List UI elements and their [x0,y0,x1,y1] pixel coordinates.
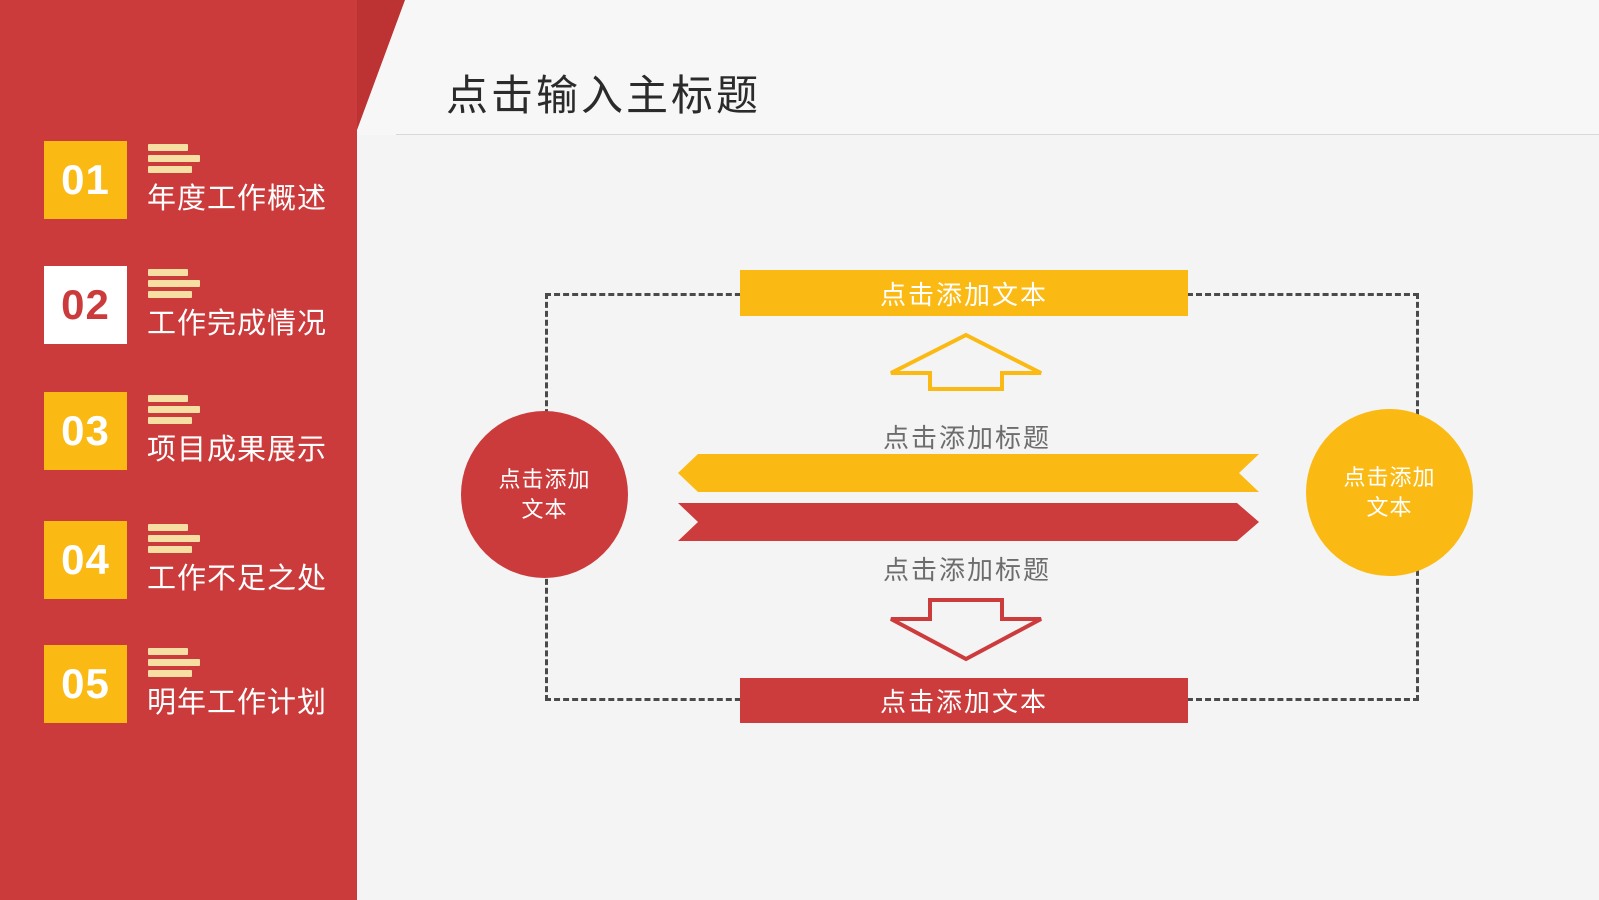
arrow-down-icon [890,598,1042,662]
sidebar-item-04-lines-icon [148,524,228,556]
diagram-caption-bottom: 点击添加标题 [882,555,1051,585]
sidebar-item-03[interactable]: 03 项目成果展示 [44,392,344,470]
sidebar-item-02-number: 02 [61,281,110,328]
sidebar-item-04-number: 04 [61,536,110,583]
sidebar-nav-list: 01 年度工作概述 02 工作完成情况 03 项目成果展示 04 工作不足之处 [0,0,357,900]
sidebar-item-05-lines-icon [148,648,228,680]
sidebar-item-05[interactable]: 05 明年工作计划 [44,645,344,723]
page-title: 点击输入主标题 [446,72,762,119]
sidebar-item-03-lines-icon [148,395,228,427]
sidebar-item-05-number-box: 05 [44,645,127,723]
diagram-bottom-bar[interactable]: 点击添加文本 [740,678,1188,723]
sidebar-item-03-number: 03 [61,407,110,454]
diagram-right-circle-line2: 文本 [1366,494,1413,520]
sidebar-item-01-lines-icon [148,144,228,176]
sidebar-item-04-number-box: 04 [44,521,127,599]
sidebar-item-05-number: 05 [61,660,110,707]
sidebar-item-02-lines-icon [148,269,228,301]
arrow-up-icon [890,332,1042,391]
diagram-bottom-bar-label: 点击添加文本 [879,687,1048,717]
header-divider [396,134,1599,135]
diagram-top-bar[interactable]: 点击添加文本 [740,270,1188,316]
sidebar-item-02-number-box: 02 [44,266,127,344]
sidebar-item-04[interactable]: 04 工作不足之处 [44,521,344,599]
sidebar-item-01-number-box: 01 [44,141,127,219]
header-background [357,0,1599,135]
diagram-left-circle[interactable]: 点击添加 文本 [461,411,628,578]
sidebar-item-04-label: 工作不足之处 [147,563,328,595]
diagram-left-arrow-band[interactable] [678,454,1259,492]
sidebar-item-03-label: 项目成果展示 [147,434,328,466]
sidebar-item-02-label: 工作完成情况 [147,308,328,340]
diagram-top-bar-label: 点击添加文本 [879,279,1048,310]
diagram-left-circle-line2: 文本 [521,496,568,522]
sidebar-item-03-number-box: 03 [44,392,127,470]
sidebar-item-01-label: 年度工作概述 [147,183,328,215]
sidebar-item-01[interactable]: 01 年度工作概述 [44,141,344,219]
sidebar-item-01-number: 01 [61,156,110,203]
sidebar-item-02[interactable]: 02 工作完成情况 [44,266,344,344]
diagram-left-circle-line1: 点击添加 [498,466,591,492]
diagram-right-circle-line1: 点击添加 [1343,464,1436,490]
sidebar-item-05-label: 明年工作计划 [147,687,328,719]
diagram-right-circle[interactable]: 点击添加 文本 [1306,409,1473,576]
diagram-right-arrow-band[interactable] [678,503,1259,541]
diagram-caption-top: 点击添加标题 [882,423,1051,453]
